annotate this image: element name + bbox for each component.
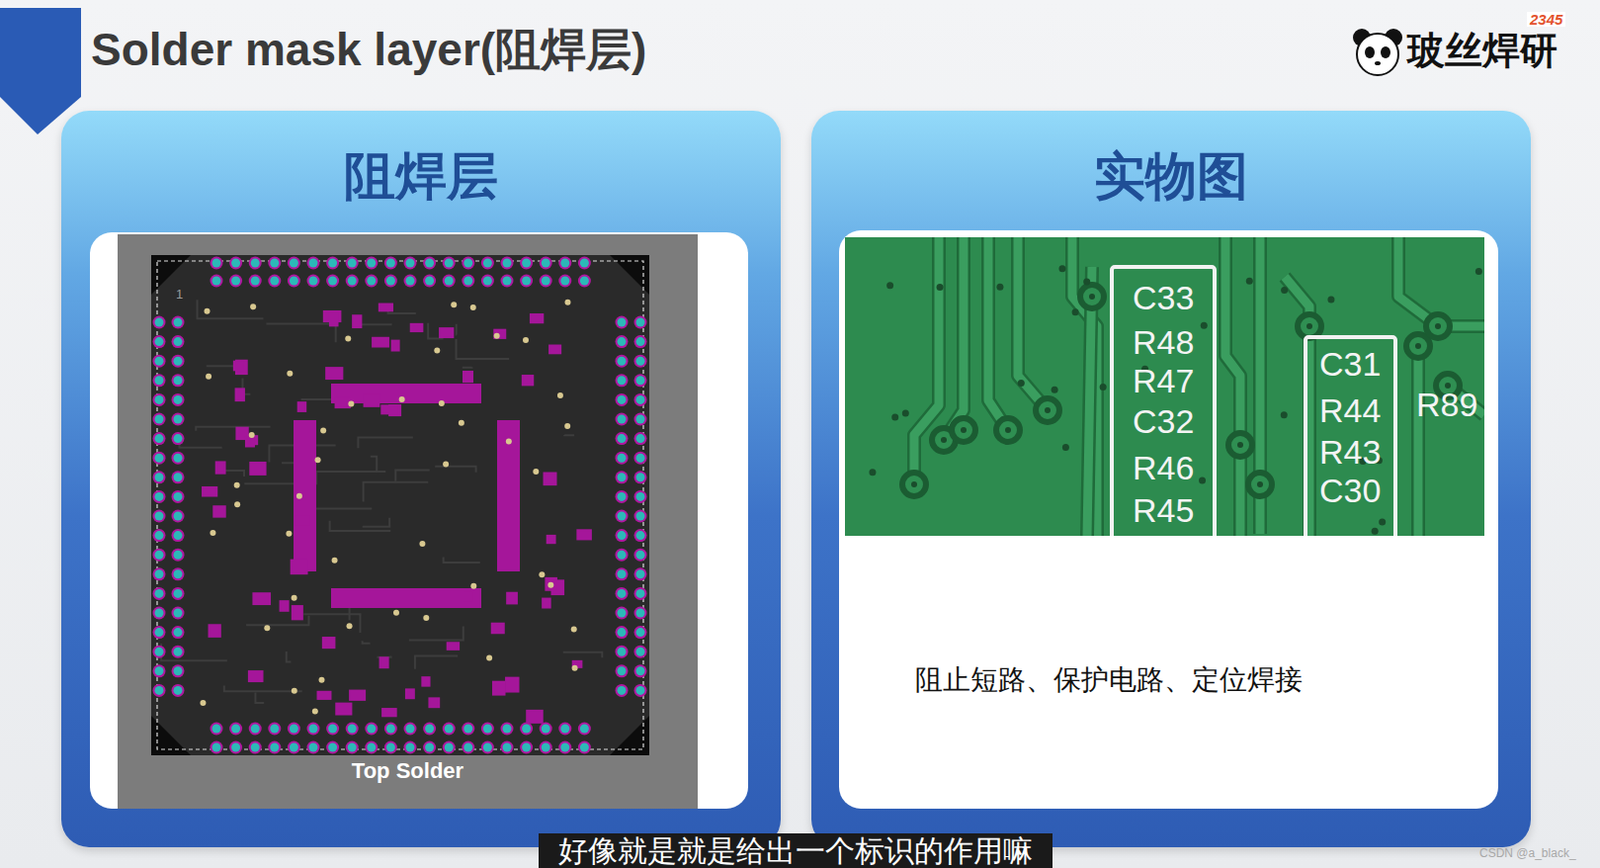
silkscreen-ref: R43 (1319, 434, 1381, 469)
silkscreen-ref: C31 (1319, 346, 1381, 381)
panda-logo (1349, 25, 1406, 78)
silkscreen-ref: R45 (1132, 493, 1194, 527)
solder-mask-render (117, 234, 698, 809)
browser-badge: 2345 (1526, 11, 1566, 27)
silkscreen-ref: R46 (1132, 450, 1194, 485)
brand-logo: 玻丝焊研 (1407, 29, 1558, 74)
silkscreen-ref: C32 (1132, 404, 1194, 438)
silkscreen-ref: R48 (1132, 325, 1194, 359)
function-note: 阻止短路、保护电路、定位焊接 (915, 661, 1303, 699)
silkscreen-ref: R44 (1319, 393, 1381, 427)
watermark: CSDN @a_black_ (1479, 845, 1577, 860)
layer-name: Top Solder (117, 757, 698, 784)
panel-heading: 阻焊层 (61, 142, 781, 212)
silkscreen-ref: R89 (1416, 387, 1478, 422)
slide-title: Solder mask layer(阻焊层) (90, 19, 647, 82)
silkscreen-ref: C30 (1319, 473, 1381, 507)
silkscreen-ref: R47 (1132, 363, 1194, 398)
panel-heading: 实物图 (811, 142, 1531, 212)
content-panel: 阻焊层 Top Solder (61, 110, 781, 847)
pin-number: 1 (175, 286, 183, 302)
video-subtitle: 好像就是就是给出一个标识的作用嘛 (538, 833, 1053, 868)
silkscreen-ref: C33 (1132, 280, 1194, 315)
image-card: Top Solder (89, 232, 749, 809)
